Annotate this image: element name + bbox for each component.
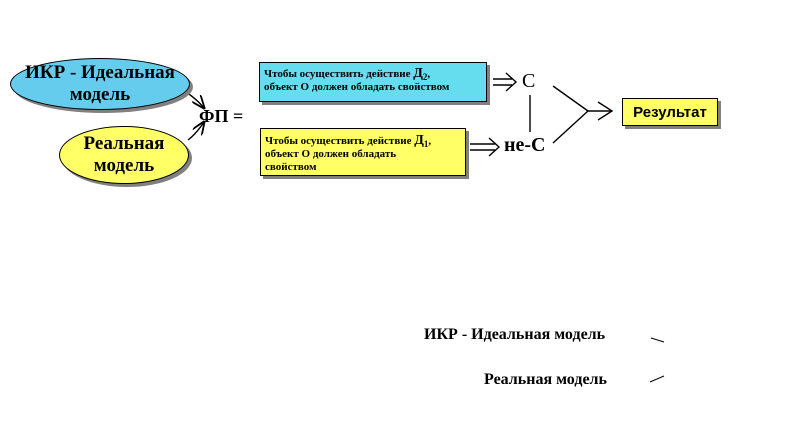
legend-dash-real bbox=[649, 375, 665, 383]
real-model-line1: Реальная bbox=[83, 133, 165, 154]
fp-label: ФП = bbox=[199, 106, 244, 126]
ideal-model-line2: модель bbox=[69, 84, 131, 105]
box-d2-symbol: Д bbox=[413, 66, 423, 81]
box-d2-text: Чтобы осуществить действие bbox=[264, 68, 414, 80]
ideal-model-line1: ИКР - Идеальная bbox=[25, 62, 175, 83]
real-model-ellipse: Реальная модель bbox=[59, 126, 189, 184]
legend-real-model: Реальная модель bbox=[484, 371, 607, 388]
arrow-real-to-fp bbox=[187, 122, 204, 141]
box-d2-punct: , bbox=[427, 68, 431, 80]
result-box: Результат bbox=[622, 98, 718, 126]
box-d1-symbol: Д bbox=[414, 133, 424, 148]
ideal-model-ellipse: ИКР - Идеальная модель bbox=[10, 58, 190, 110]
legend-ideal-model: ИКР - Идеальная модель bbox=[424, 326, 606, 343]
condition-box-d1: Чтобы осуществить действие Д1, объект О … bbox=[260, 128, 466, 176]
legend-dash-ikr bbox=[650, 337, 665, 343]
box-d1-line2: объект О должен обладать bbox=[265, 148, 397, 160]
box-d2-line2: объект О должен обладать свойством bbox=[264, 81, 450, 93]
real-model-line2: модель bbox=[93, 155, 155, 176]
box-d1-text: Чтобы осуществить действие bbox=[265, 135, 415, 147]
box-d1-sub: 1 bbox=[423, 139, 429, 150]
not-c-label: не-С bbox=[504, 134, 546, 156]
double-arrow-to-c bbox=[505, 72, 518, 92]
condition-box-d2: Чтобы осуществить действие Д2, объект О … bbox=[259, 62, 487, 102]
box-d1-punct: , bbox=[428, 135, 432, 147]
c-label: С bbox=[522, 70, 536, 92]
double-arrow-to-not-c bbox=[488, 137, 501, 157]
box-d1-line3: свойством bbox=[265, 161, 317, 173]
box-d2-sub: 2 bbox=[422, 72, 428, 83]
